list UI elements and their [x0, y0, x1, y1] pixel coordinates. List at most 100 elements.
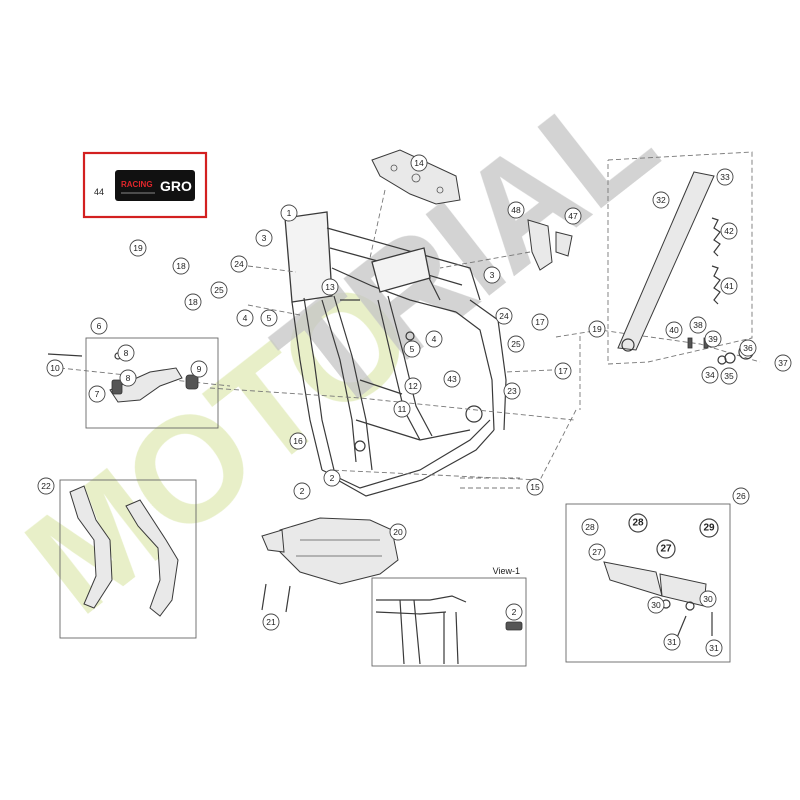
callout-20: 20	[389, 523, 407, 541]
callout-35: 35	[720, 367, 738, 385]
callout-37: 37	[774, 354, 792, 372]
callout-5: 5	[403, 340, 421, 358]
callout-label: 9	[197, 364, 202, 374]
callout-19: 19	[588, 320, 606, 338]
callout-17: 17	[554, 362, 572, 380]
frame-guard-group	[59, 479, 197, 639]
skid-plate	[261, 517, 399, 613]
callout-24: 24	[495, 307, 513, 325]
callout-36: 36	[739, 339, 757, 357]
callout-label: 3	[490, 270, 495, 280]
view-1-label: View-1	[493, 566, 520, 576]
callout-label: 8	[124, 348, 129, 358]
callout-27: 27	[588, 543, 606, 561]
callout-1: 1	[280, 204, 298, 222]
callout-14: 14	[410, 154, 428, 172]
callout-43: 43	[443, 370, 461, 388]
callout-2: 2	[505, 603, 523, 621]
callout-label: 36	[743, 343, 753, 353]
callout-label: 15	[530, 482, 540, 492]
callout-label: 6	[97, 321, 102, 331]
callout-label: 29	[703, 523, 715, 534]
callout-3: 3	[255, 229, 273, 247]
callout-label: 28	[632, 518, 644, 529]
callout-4: 4	[425, 330, 443, 348]
callout-30: 30	[647, 596, 665, 614]
callout-21: 21	[262, 613, 280, 631]
callout-label: 37	[778, 358, 788, 368]
callout-label: 27	[592, 547, 602, 557]
callout-label: 5	[267, 313, 272, 323]
callout-8: 8	[117, 344, 135, 362]
callout-label: 41	[724, 281, 734, 291]
callout-label: 47	[568, 211, 578, 221]
callout-label: 16	[293, 436, 303, 446]
callout-23: 23	[503, 382, 521, 400]
logo-brand-right: GRO	[160, 178, 192, 194]
callout-label: 18	[176, 261, 186, 271]
callout-label: 17	[535, 317, 545, 327]
callout-label: 42	[724, 226, 734, 236]
callout-5: 5	[260, 309, 278, 327]
callout-label: 34	[705, 370, 715, 380]
callout-31: 31	[663, 633, 681, 651]
callouts-layer: 1222334455678891011121314151617171818191…	[37, 154, 792, 657]
callout-label: 3	[262, 233, 267, 243]
callout-28: 28	[581, 518, 599, 536]
callout-7: 7	[88, 385, 106, 403]
callout-25: 25	[507, 335, 525, 353]
callout-label: 25	[214, 285, 224, 295]
callout-26: 26	[732, 487, 750, 505]
callout-label: 35	[724, 371, 734, 381]
callout-25: 25	[210, 281, 228, 299]
callout-label: 12	[408, 381, 418, 391]
callout-18: 18	[172, 257, 190, 275]
callout-label: 28	[585, 522, 595, 532]
callout-38: 38	[689, 316, 707, 334]
callout-label: 26	[736, 491, 746, 501]
callout-label: 1	[287, 208, 292, 218]
callout-42: 42	[720, 222, 738, 240]
callout-label: 25	[511, 339, 521, 349]
callout-30: 30	[699, 590, 717, 608]
callout-48: 48	[507, 201, 525, 219]
callout-label: 23	[507, 386, 517, 396]
callout-label: 4	[243, 313, 248, 323]
logo-group: 44 RACING GRO	[82, 151, 208, 219]
callout-11: 11	[393, 400, 411, 418]
callout-4: 4	[236, 309, 254, 327]
callout-label: 8	[126, 373, 131, 383]
callout-label: 5	[410, 344, 415, 354]
callout-label: 7	[95, 389, 100, 399]
callout-32: 32	[652, 191, 670, 209]
highlight-box	[82, 151, 208, 219]
callout-label: 20	[393, 527, 403, 537]
callout-label: 18	[188, 297, 198, 307]
callout-2: 2	[293, 482, 311, 500]
part-14-plate	[371, 149, 461, 205]
callout-17: 17	[531, 313, 549, 331]
callout-label: 17	[558, 366, 568, 376]
callout-9: 9	[190, 360, 208, 378]
callout-label: 11	[398, 404, 407, 414]
footpeg-group	[565, 503, 731, 663]
callout-40: 40	[665, 321, 683, 339]
brackets-47-48	[527, 219, 573, 271]
callout-41: 41	[720, 277, 738, 295]
callout-label: 27	[660, 544, 672, 555]
callout-label: 31	[667, 637, 677, 647]
view-1-inset: View-1	[371, 566, 527, 667]
callout-label: 39	[708, 334, 718, 344]
callout-label: 33	[720, 172, 730, 182]
callout-22: 22	[37, 477, 55, 495]
callout-label: 13	[325, 282, 335, 292]
callout-34: 34	[701, 366, 719, 384]
callout-33: 33	[716, 168, 734, 186]
callout-10: 10	[46, 359, 64, 377]
callout-label: 4	[432, 334, 437, 344]
callout-label: 2	[300, 486, 305, 496]
callout-label: 30	[651, 600, 661, 610]
callout-3: 3	[483, 266, 501, 284]
